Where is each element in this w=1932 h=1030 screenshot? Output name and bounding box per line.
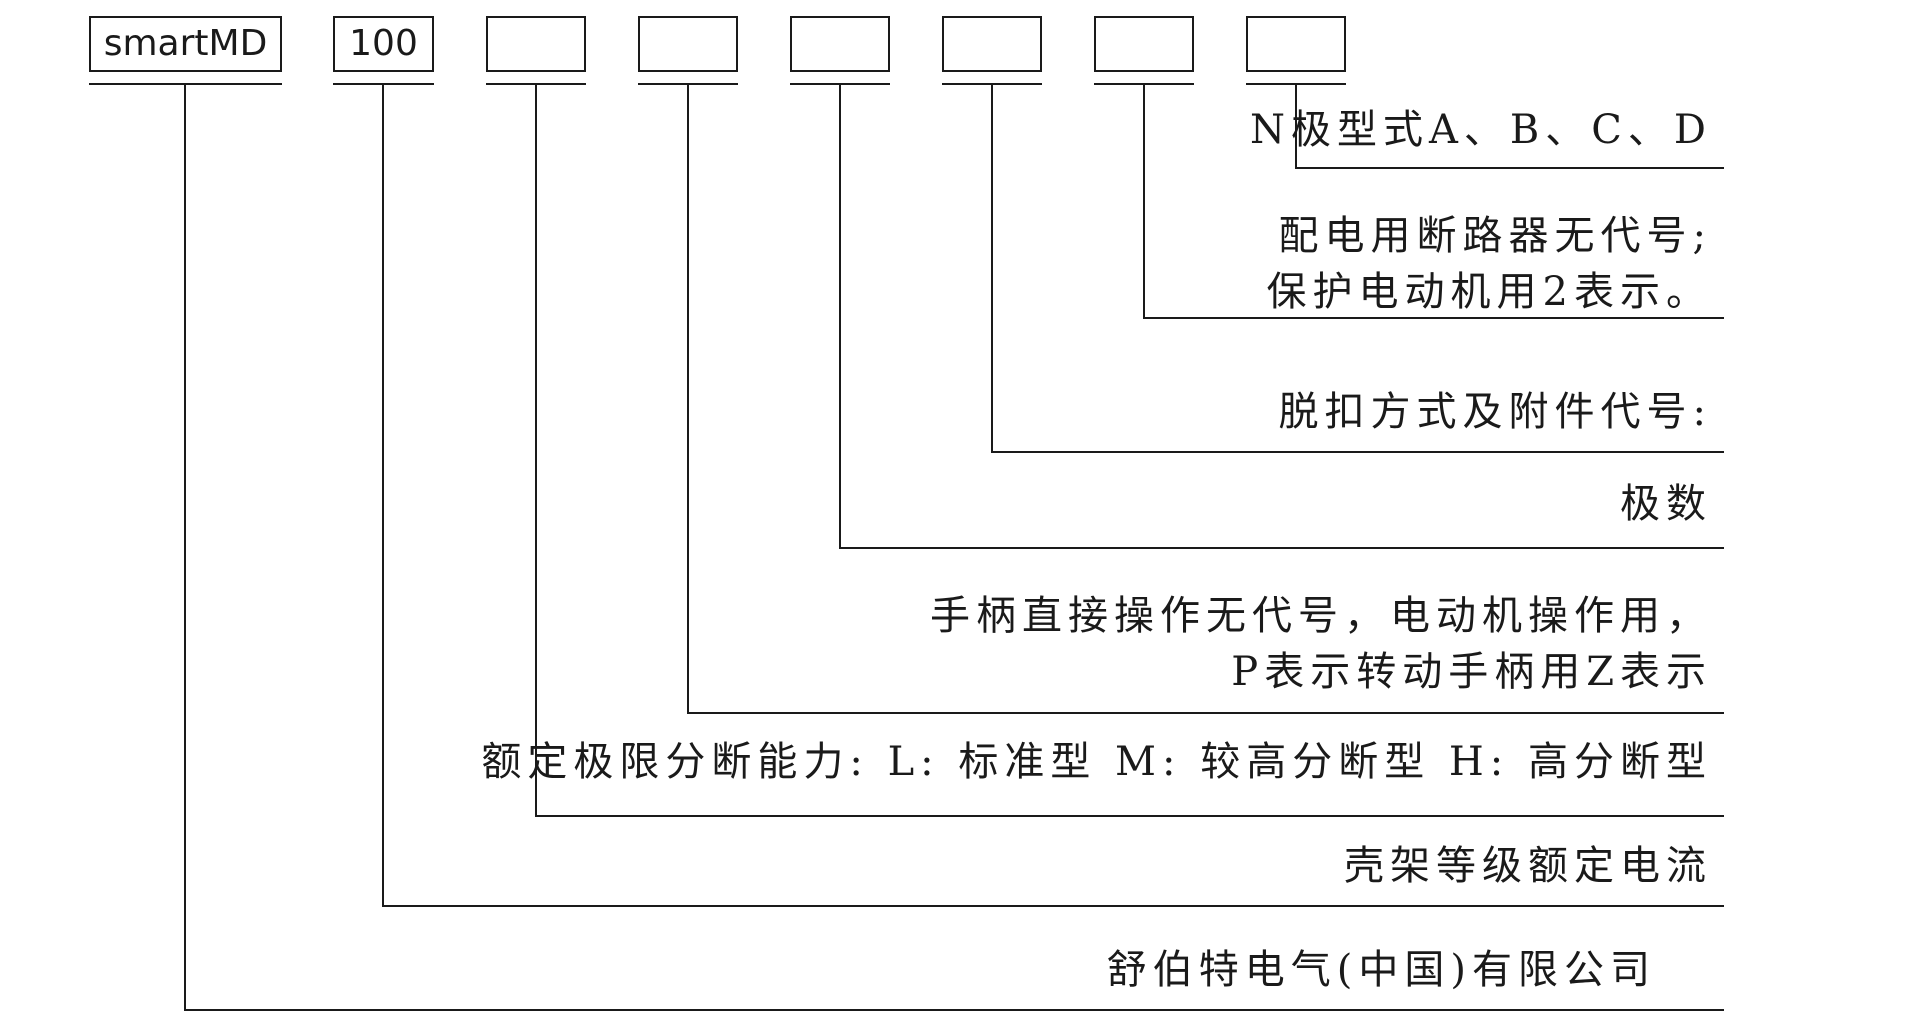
connector-frame bbox=[382, 84, 1724, 907]
desc-breaking-line-1: 额定极限分断能力: L: 标准型 M: 较高分断型 H: 高分断型 bbox=[481, 739, 1712, 785]
code-box-series: smartMD bbox=[89, 16, 282, 72]
desc-n-pole-line-1: N极型式A、B、C、D bbox=[1250, 107, 1712, 153]
desc-company-line-1: 舒伯特电气(中国)有限公司 bbox=[1106, 947, 1656, 993]
desc-usage-line-2: 保护电动机用2表示。 bbox=[1266, 269, 1712, 315]
desc-release: 脱扣方式及附件代号: bbox=[1279, 384, 1712, 440]
code-box-release bbox=[942, 16, 1042, 72]
desc-poles: 极数 bbox=[1620, 476, 1712, 532]
desc-operation-line-1: 手柄直接操作无代号，电动机操作用， bbox=[930, 593, 1712, 639]
connector-company bbox=[184, 84, 1724, 1011]
connector-breaking bbox=[535, 84, 1724, 817]
code-box-frame-current: 100 bbox=[333, 16, 434, 72]
code-box-operation bbox=[638, 16, 738, 72]
connector-release bbox=[991, 84, 1724, 453]
desc-poles-line-1: 极数 bbox=[1620, 481, 1712, 527]
connector-usage bbox=[1143, 84, 1724, 319]
desc-operation: 手柄直接操作无代号，电动机操作用， P表示转动手柄用Z表示 bbox=[930, 588, 1712, 700]
desc-usage-line-1: 配电用断路器无代号; bbox=[1278, 213, 1712, 259]
connector-operation bbox=[687, 84, 1724, 714]
code-box-n-pole bbox=[1246, 16, 1346, 72]
desc-usage: 配电用断路器无代号; 保护电动机用2表示。 bbox=[1267, 208, 1712, 320]
code-box-poles bbox=[790, 16, 890, 72]
code-box-breaking bbox=[486, 16, 586, 72]
desc-breaking: 额定极限分断能力: L: 标准型 M: 较高分断型 H: 高分断型 bbox=[481, 734, 1712, 790]
desc-release-line-1: 脱扣方式及附件代号: bbox=[1278, 389, 1712, 435]
desc-frame-line-1: 壳架等级额定电流 bbox=[1344, 843, 1712, 889]
desc-operation-line-2: P表示转动手柄用Z表示 bbox=[1231, 649, 1712, 695]
desc-company: 舒伯特电气(中国)有限公司 bbox=[1107, 942, 1656, 998]
connector-poles bbox=[839, 84, 1724, 549]
connector-n-pole bbox=[1295, 84, 1724, 169]
desc-n-pole: N极型式A、B、C、D bbox=[1250, 102, 1712, 158]
desc-frame: 壳架等级额定电流 bbox=[1344, 838, 1712, 894]
code-box-usage bbox=[1094, 16, 1194, 72]
